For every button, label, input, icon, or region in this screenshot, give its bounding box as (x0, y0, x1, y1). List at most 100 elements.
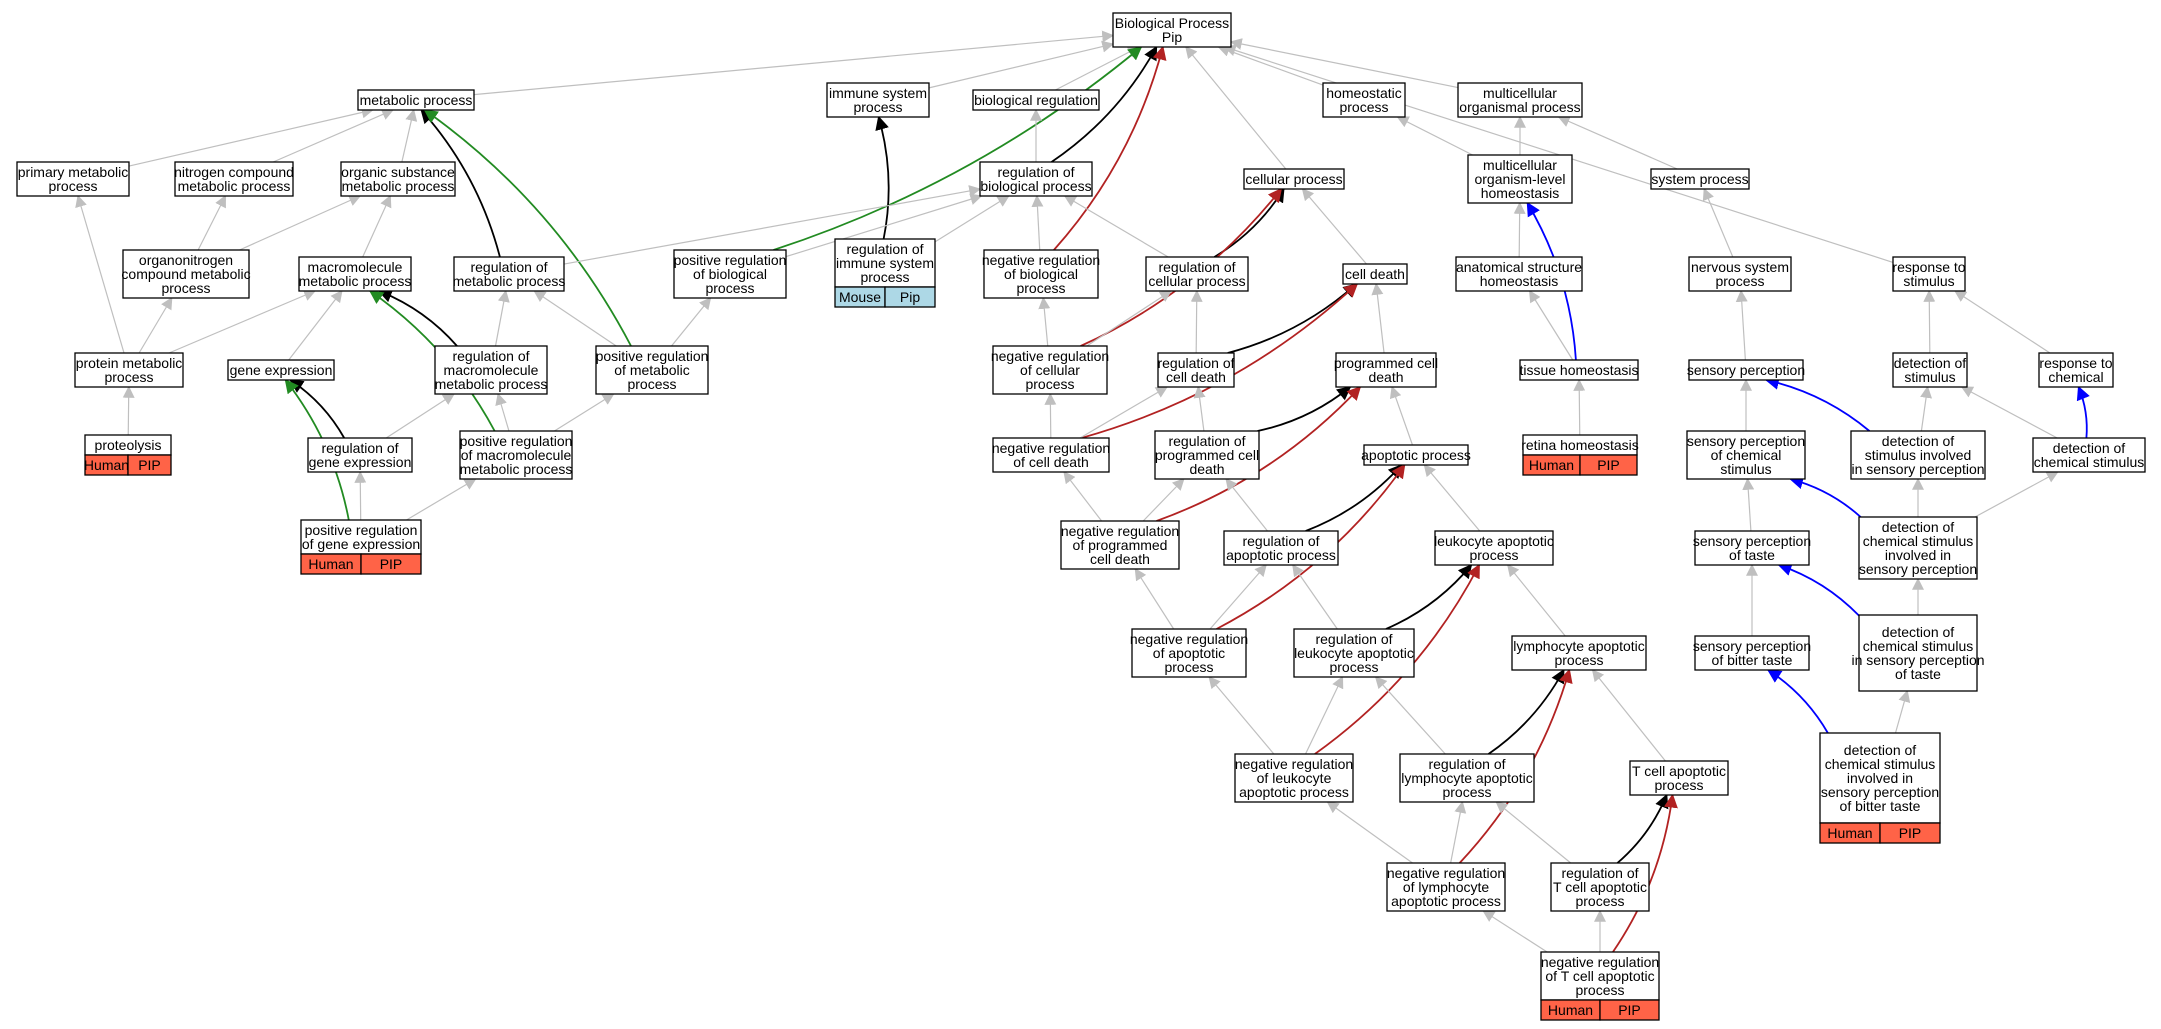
edge-pcd-to-celldeath (1371, 282, 1385, 354)
node-box-organonitrogen (122, 249, 250, 299)
node-label-root: Biological Process (1115, 15, 1229, 31)
node-tissue[interactable]: tissue homeostasis (1519, 359, 1639, 381)
edge-negbio-to-regbio (1031, 194, 1044, 251)
node-geneexpr[interactable]: gene expression (227, 359, 335, 381)
node-label-detchem: detection of (2053, 440, 2125, 456)
node-label-taste: of taste (1729, 547, 1775, 563)
node-bioreg[interactable]: biological regulation (972, 89, 1100, 111)
edge-organic-to-metabolic (401, 108, 418, 163)
node-system[interactable]: system process (1650, 168, 1750, 190)
node-box-detchemsens (1858, 516, 1978, 580)
node-label-regdeath: cell death (1166, 369, 1226, 385)
node-label-detchemtaste: chemical stimulus (1863, 638, 1973, 654)
edge-regapop-to-apoptotic (1305, 463, 1403, 532)
node-box-negleuko (1234, 753, 1354, 803)
node-sensory[interactable]: sensory perception (1687, 359, 1805, 381)
node-label-regbio: biological process (980, 178, 1091, 194)
node-celldeath[interactable]: cell death (1342, 263, 1408, 285)
node-label-detchemtaste: in sensory perception (1851, 652, 1984, 668)
node-box-regleuko (1293, 628, 1415, 678)
node-label-senschem: of chemical (1711, 447, 1782, 463)
node-label-posmeta: positive regulation (596, 348, 709, 364)
node-box-leuko (1434, 530, 1554, 566)
edge-nervous-to-system (1702, 187, 1734, 258)
edge-celldeath-to-cellular (1301, 188, 1367, 265)
edge-nitrogen-to-metabolic (272, 108, 395, 163)
edge-regpcd-to-pcd (1257, 386, 1352, 432)
edge-reglympho-to-lympho (1487, 668, 1565, 755)
node-label-negleuko: negative regulation (1235, 756, 1353, 772)
edge-regleuko-to-leuko (1385, 563, 1473, 630)
node-metabolic[interactable]: metabolic process (357, 89, 475, 111)
edge-neglympho-to-reglympho (1450, 800, 1467, 864)
edge-geneexpr-to-macro (288, 290, 343, 361)
node-label-neglympho: negative regulation (1387, 865, 1505, 881)
edge-negtcell-to-tcell (1612, 793, 1678, 953)
node-box-neglympho (1386, 862, 1506, 912)
node-cellular[interactable]: cellular process (1243, 168, 1345, 190)
edge-tissue-to-anatomical (1528, 289, 1574, 361)
node-label-organic: organic substance (341, 164, 455, 180)
node-label-organic: metabolic process (342, 178, 455, 194)
edge-posgene-to-posmacro (406, 478, 477, 521)
node-label-regtcell: regulation of (1561, 865, 1638, 881)
edge-macro-to-organic (362, 194, 392, 258)
node-box-regdeath (1157, 352, 1235, 388)
node-apoptotic[interactable]: apoptotic process (1361, 444, 1471, 466)
